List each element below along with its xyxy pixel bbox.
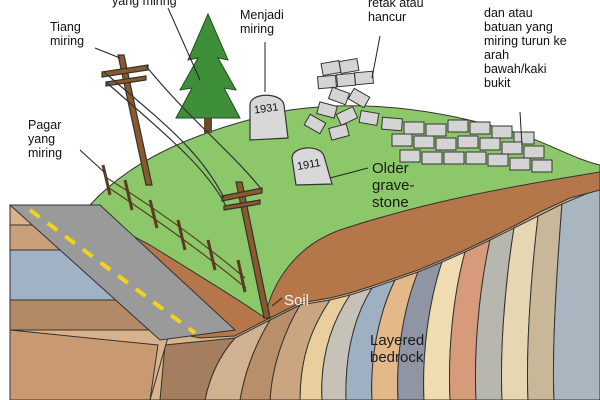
tilted-fence — [101, 164, 247, 293]
label-layered-bedrock: Layered bedrock — [370, 332, 425, 366]
label-retak-atau-hancur: retak atau hancur — [368, 0, 424, 24]
utility-poles — [101, 54, 271, 319]
callout-lines — [79, 7, 523, 307]
label-yang-miring-top: yang miring — [112, 0, 177, 8]
pine-tree — [175, 12, 241, 133]
label-older-gravestone: Older grave- stone — [372, 160, 415, 211]
label-tiang-miring: Tiang miring — [50, 20, 85, 48]
label-pagar-yang-miring: Pagar yang miring — [28, 118, 63, 160]
broken-stone-wall — [303, 57, 553, 173]
label-batuan-miring: dan atau batuan yang miring turun ke ara… — [484, 6, 567, 90]
gravestone-back — [249, 94, 289, 141]
road-block — [8, 204, 237, 400]
label-soil: Soil — [284, 292, 310, 309]
gravestone-front — [291, 147, 333, 186]
tilted-bedrock-layers — [159, 187, 600, 400]
label-menjadi-miring: Menjadi miring — [240, 8, 284, 36]
